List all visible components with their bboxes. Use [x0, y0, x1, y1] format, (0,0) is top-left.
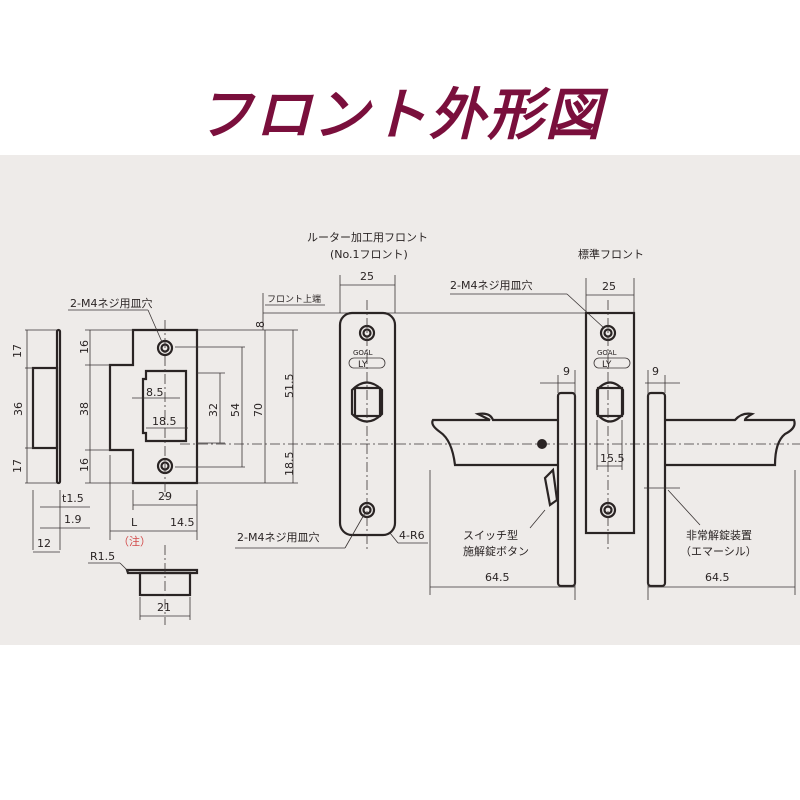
dim-14.5: 14.5	[170, 516, 195, 529]
dim-16-top: 16	[78, 340, 91, 354]
dim-54: 54	[229, 403, 242, 417]
router-front-label: ルーター加工用フロント	[307, 231, 428, 244]
router-front-plate	[338, 275, 397, 550]
switch-button-label-1: スイッチ型	[463, 528, 518, 542]
strike-side-view	[25, 328, 90, 553]
dim-17-top: 17	[11, 344, 24, 358]
dim-t1.5: t1.5	[62, 492, 84, 505]
dim-L: L	[131, 516, 138, 529]
note-mark: （注）	[118, 534, 151, 548]
dim-9-left: 9	[563, 365, 570, 378]
dim-70: 70	[252, 403, 265, 417]
drawing-panel	[0, 155, 800, 645]
dim-8: 8	[254, 321, 267, 328]
dim-18.5: 18.5	[283, 452, 296, 477]
emergency-device-label-2: （エマーシル）	[680, 545, 757, 558]
dim-16-bottom: 16	[78, 458, 91, 472]
dim-29: 29	[158, 490, 172, 503]
radius-4-r6: 4-R6	[399, 529, 425, 542]
dim-36: 36	[12, 402, 25, 416]
dim-1.9: 1.9	[64, 513, 82, 526]
standard-front-label: 標準フロント	[578, 247, 644, 261]
standard-screw-hole-label: 2-M4ネジ用皿穴	[450, 278, 532, 292]
strike-screw-hole-label: 2-M4ネジ用皿穴	[70, 296, 152, 310]
strike-front-view	[85, 320, 268, 540]
radius-r1.5: R1.5	[90, 550, 115, 563]
switch-button-label-2: 施解錠ボタン	[463, 544, 529, 558]
page-title: フロント外形図	[197, 83, 603, 148]
dim-64.5-right: 64.5	[705, 571, 730, 584]
dim-32: 32	[207, 403, 220, 417]
dim-51.5: 51.5	[283, 374, 296, 399]
dim-15.5: 15.5	[600, 452, 625, 465]
router-screw-hole-label: 2-M4ネジ用皿穴	[237, 530, 319, 544]
dim-25-router: 25	[360, 270, 374, 283]
dim-64.5-left: 64.5	[485, 571, 510, 584]
goal-logo-standard: GOAL	[597, 349, 617, 357]
dim-17-bottom: 17	[11, 459, 24, 473]
standard-front-plate	[584, 278, 636, 550]
dim-8.5: 8.5	[146, 386, 164, 399]
dim-21: 21	[157, 601, 171, 614]
ly-logo-standard: LY	[602, 360, 612, 370]
dim-18.5-slot: 18.5	[152, 415, 177, 428]
router-front-sublabel: (No.1フロント)	[330, 248, 408, 261]
ly-logo: LY	[358, 360, 368, 370]
goal-logo: GOAL	[353, 349, 373, 357]
right-lever-handle	[644, 370, 796, 600]
dim-38: 38	[78, 402, 91, 416]
front-top-label: フロント上端	[267, 293, 321, 305]
left-lever-handle	[429, 370, 577, 600]
dim-9-right: 9	[652, 365, 659, 378]
dim-25-standard: 25	[602, 280, 616, 293]
dim-12: 12	[37, 537, 51, 550]
emergency-device-label-1: 非常解錠装置	[686, 528, 752, 542]
strike-bottom-view	[88, 545, 199, 625]
